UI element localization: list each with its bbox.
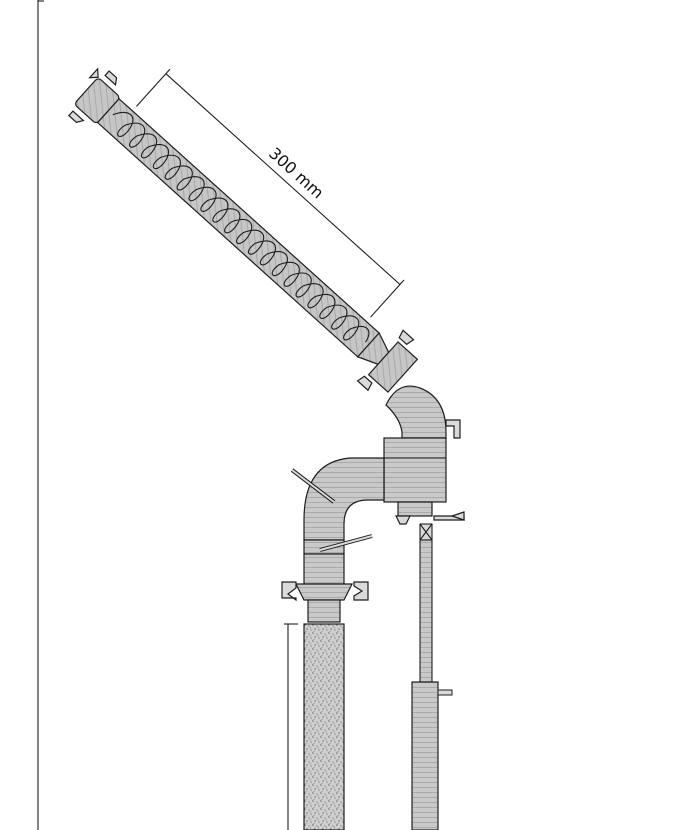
receiver-tube [411,681,439,830]
packed-tube [303,623,345,830]
receiver-stem [419,539,433,683]
still-head-body [383,437,447,503]
column-bottom-joint [367,341,419,393]
dimension-label: 300 mm [265,144,327,203]
dimension-tick-end [370,279,405,318]
column-spiral [112,111,370,343]
receiver-stopcock-x2 [419,523,433,541]
inclined-column: 300 mm [68,67,419,393]
elbow-inlet-tube-core [291,469,335,503]
lower-joint-clip-right [353,581,369,601]
elbow-tube [303,457,385,541]
dimension-tick-start [136,68,171,107]
side-inlet-core [319,535,373,551]
column-top-clip-left [88,67,99,79]
upper-bend [385,385,447,439]
receiver-side-arm [437,689,453,696]
column-bottom-clip-upper [398,329,415,346]
lower-connector-body [303,553,345,585]
lower-joint-cone [295,583,353,601]
still-head-lower-collar [397,501,433,517]
still-head-clip-right-hook [450,511,465,521]
dimension-line [165,73,401,285]
lower-joint-ring [307,599,341,623]
column-bottom-clip-lower [356,375,373,392]
still-head-clip-left [395,515,411,525]
lower-joint-clip-left [281,581,297,602]
still-head-side-arm [445,419,461,439]
column-top-clip-upper [104,70,118,87]
column-top-clip-lower [68,110,85,123]
